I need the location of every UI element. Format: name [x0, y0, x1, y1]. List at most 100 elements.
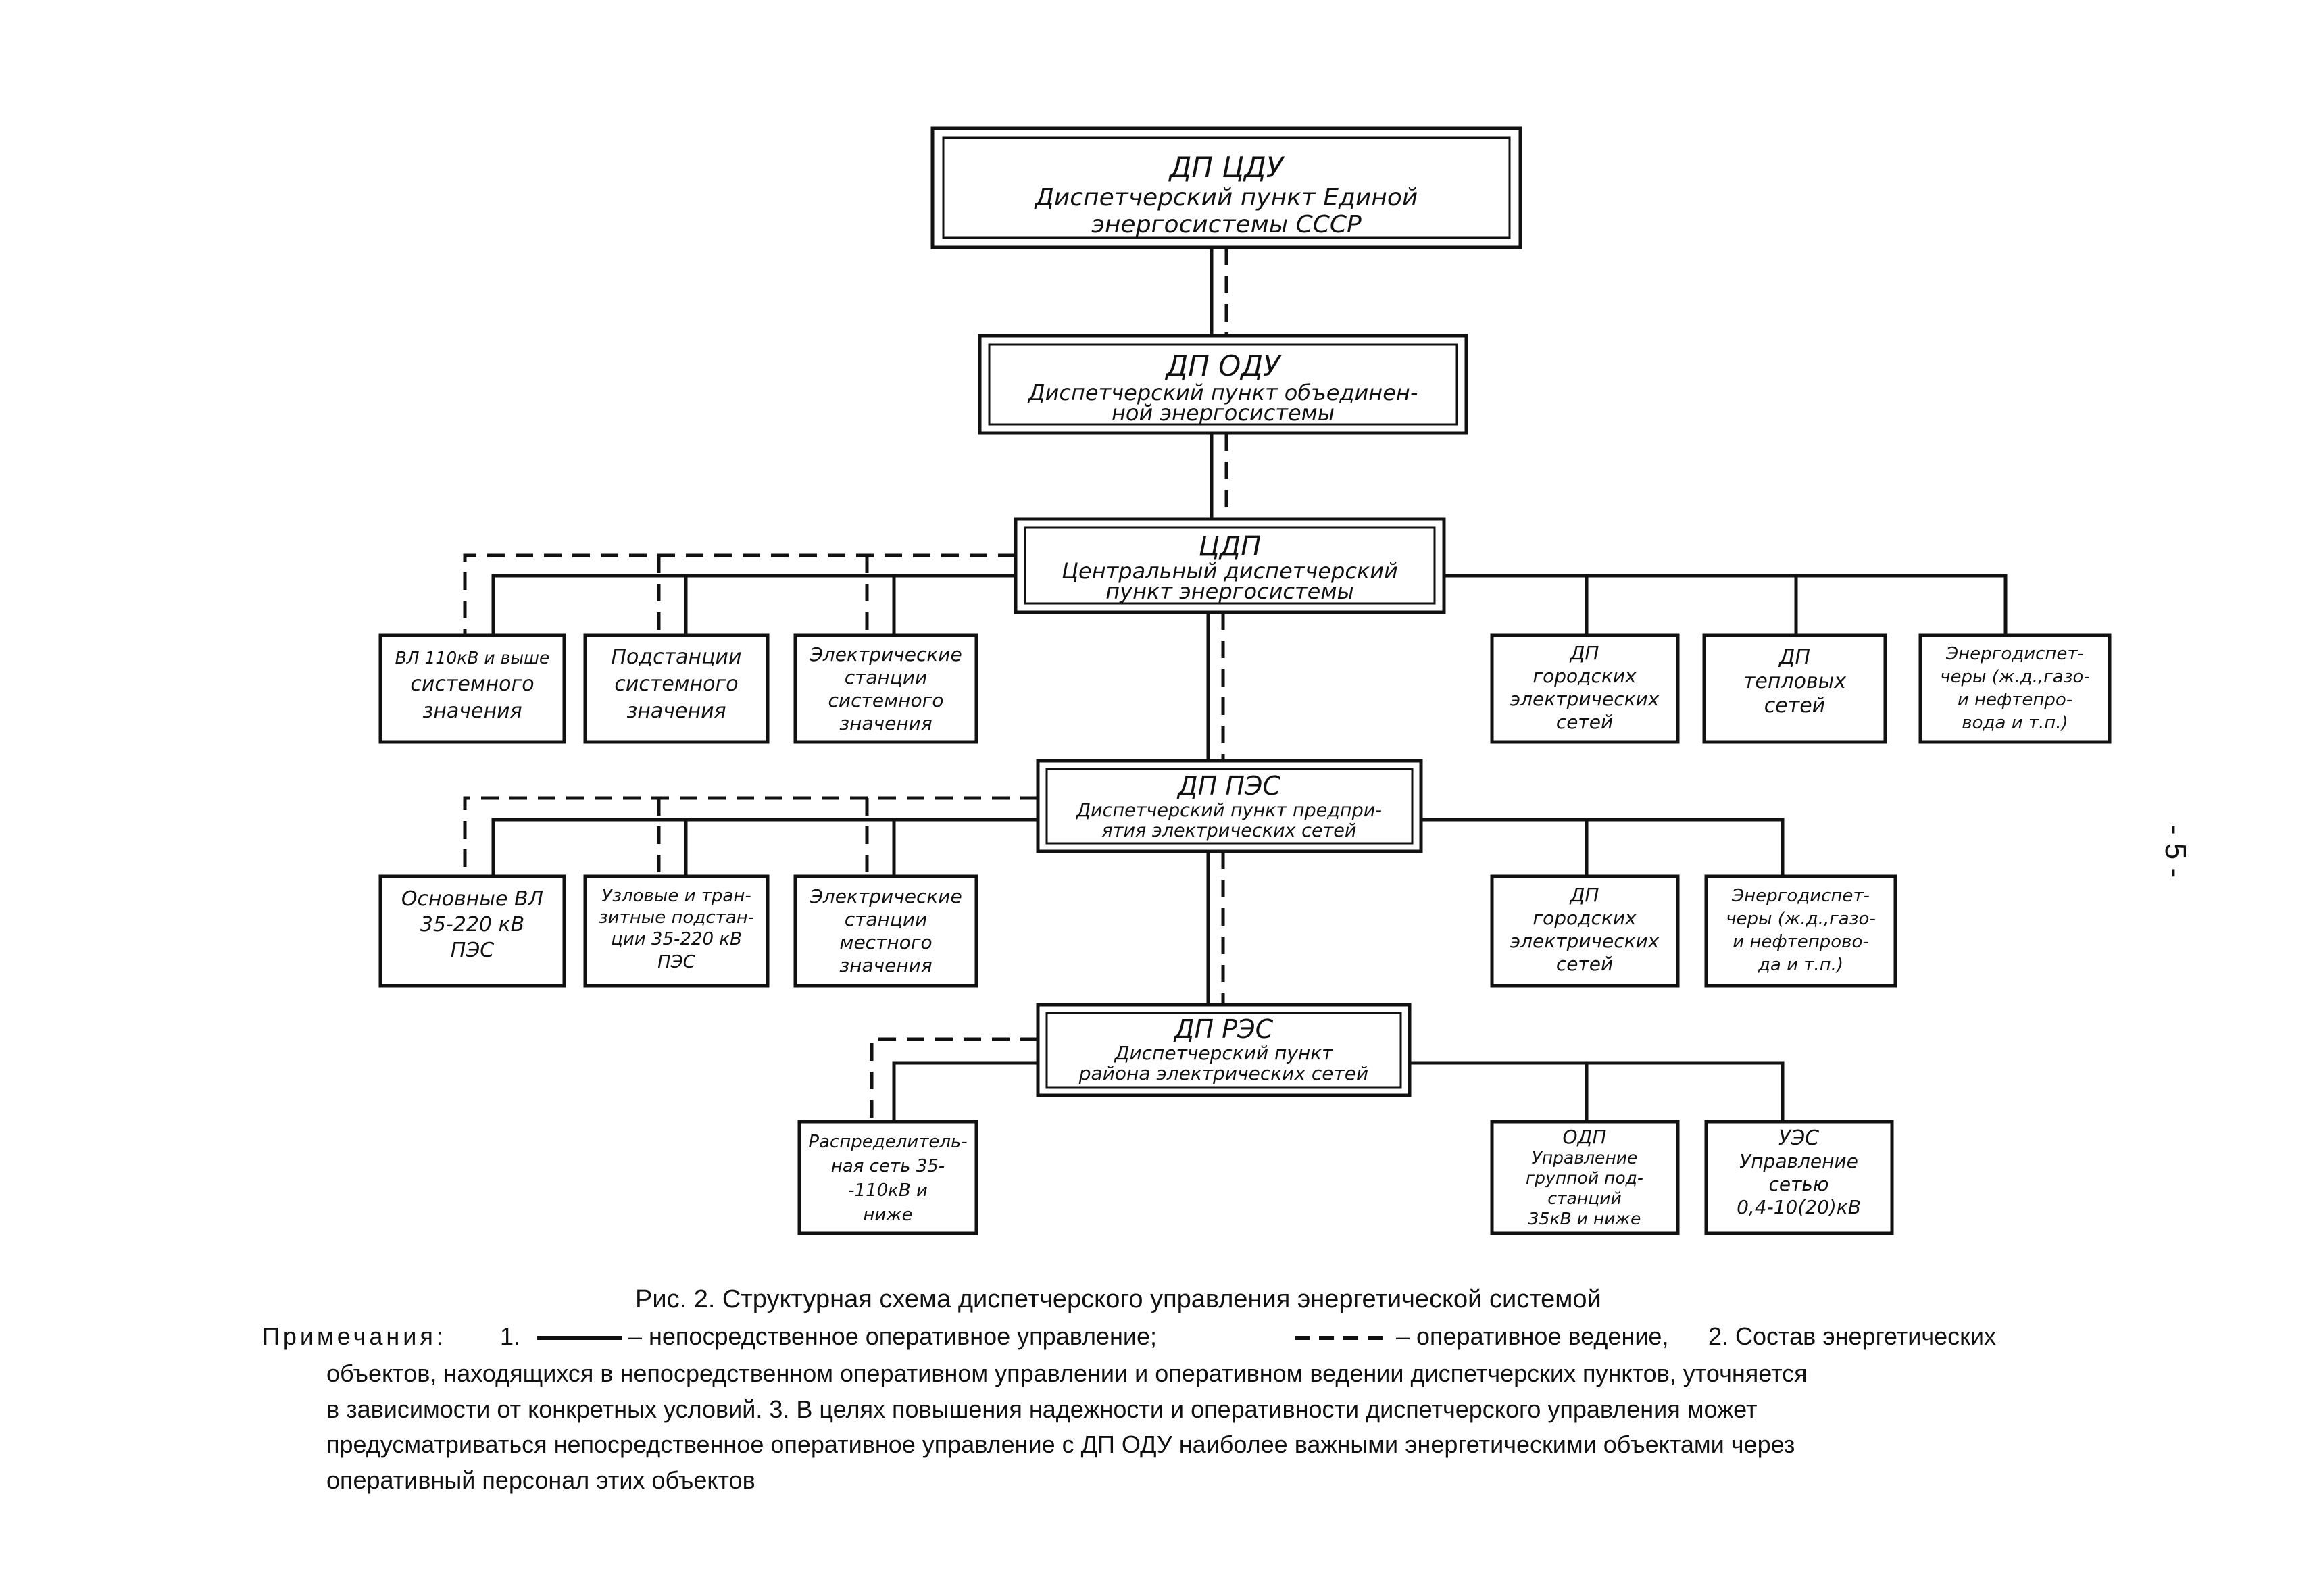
odu-line-1: Диспетчерский пункт объединен- — [1027, 380, 1418, 405]
l2-uzl-line-2: ции 35-220 кВ — [611, 929, 742, 949]
l3-ues-line-2: сетью — [1768, 1173, 1828, 1195]
l2-solid-bus-right — [1421, 818, 1785, 876]
l1-vl-line-1: системного — [410, 672, 534, 696]
l2-energo-line-0: Энергодиспет- — [1731, 886, 1870, 906]
l3-ues-line-0: УЭС — [1778, 1126, 1819, 1150]
box-l3-ues — [1704, 1120, 1894, 1235]
l3-raspr-line-3: ниже — [863, 1205, 912, 1225]
l3-solid-to-raspr — [892, 1061, 1038, 1122]
notes-line-4: предусматриваться непосредственное опера… — [326, 1430, 1795, 1458]
notes-line-3: в зависимости от конкретных условий. 3. … — [326, 1395, 1757, 1423]
note-1-solid-text: – непосредственное оперативное управлени… — [628, 1322, 1157, 1350]
l2-elst-line-0: Электрические — [809, 885, 962, 907]
l2-energo-line-1: черы (ж.д.,газо- — [1726, 909, 1876, 929]
l1-dashed-bus-left — [463, 553, 1016, 635]
l1-solid-bus-left — [491, 574, 1016, 635]
box-odu-inner — [988, 343, 1458, 426]
l3-odp-line-3: станций — [1547, 1189, 1622, 1208]
l2-uzl-line-3: ПЭС — [657, 952, 696, 972]
l2-elst-line-3: значения — [839, 954, 932, 976]
cdu-line-2: энергосистемы СССР — [1091, 211, 1362, 239]
l2-dp-gor-line-2: электрических — [1510, 930, 1660, 952]
l1-dp-tepl-line-1: тепловых — [1743, 670, 1846, 693]
l2-vl-line-2: ПЭС — [451, 939, 495, 962]
l3-odp-line-0: ОДП — [1563, 1126, 1607, 1148]
l2-elst-line-1: станции — [845, 908, 928, 930]
l3-odp-line-4: 35кВ и ниже — [1528, 1209, 1641, 1228]
box-l2-energo — [1704, 874, 1897, 988]
box-cdp-inner — [1024, 526, 1436, 605]
l1-dp-gor-line-1: городских — [1533, 665, 1637, 687]
box-cdu-inner — [942, 136, 1511, 239]
l1-elst-line-2: системного — [828, 689, 944, 712]
page-number: - 5 - — [2159, 825, 2192, 878]
res-line-2: района электрических сетей — [1078, 1062, 1368, 1084]
box-l2-vl — [378, 874, 566, 988]
cdu-line-1: Диспетчерский пункт Единой — [1034, 184, 1418, 211]
l2-dp-gor-line-3: сетей — [1556, 953, 1613, 975]
note-1-number: 1. — [500, 1322, 520, 1350]
box-l2-dp-gor — [1490, 874, 1680, 988]
l3-solid-bus-right — [1410, 1061, 1785, 1122]
box-l1-dp-tepl — [1702, 633, 1887, 744]
box-l1-energo — [1918, 633, 2112, 744]
pes-line-2: ятия электрических сетей — [1102, 820, 1357, 841]
note-1-dashed-text: – оперативное ведение, — [1396, 1322, 1668, 1350]
l3-dashed-to-raspr — [870, 1037, 1038, 1122]
l2-dp-gor-line-0: ДП — [1569, 884, 1599, 906]
l3-ues-line-3: 0,4-10(20)кВ — [1737, 1196, 1861, 1218]
box-l1-elst — [793, 633, 978, 744]
pes-line-1: Диспетчерский пункт предпри- — [1076, 800, 1382, 821]
figure-title: Рис. 2. Структурная схема диспетчерского… — [635, 1285, 1601, 1314]
l1-dp-gor-line-2: электрических — [1510, 688, 1660, 710]
odu-line-2: ной энергосистемы — [1112, 400, 1335, 426]
l1-elst-line-1: станции — [845, 666, 928, 689]
l3-raspr-line-0: Распределитель- — [808, 1132, 967, 1152]
l1-dp-gor-line-3: сетей — [1556, 711, 1613, 733]
l1-vl-line-0: ВЛ 110кВ и выше — [395, 648, 550, 668]
cdu-title: ДП ЦДУ — [1168, 151, 1285, 184]
l1-vl-line-2: значения — [422, 699, 522, 723]
l3-ues-line-1: Управление — [1739, 1150, 1858, 1172]
notes-label: Примечания: — [262, 1322, 447, 1350]
l2-dp-gor-line-1: городских — [1533, 907, 1637, 929]
l3-odp-line-2: группой под- — [1526, 1168, 1643, 1188]
pes-title: ДП ПЭС — [1176, 771, 1280, 801]
l1-energo-line-2: и нефтепро- — [1958, 690, 2072, 710]
l1-energo-line-3: вода и т.п.) — [1962, 713, 2068, 733]
cdp-line-2: пункт энергосистемы — [1105, 578, 1354, 604]
box-l3-odp — [1490, 1120, 1680, 1235]
box-l1-podst — [583, 633, 770, 744]
notes-line-5: оперативный персонал этих объектов — [326, 1466, 755, 1494]
l2-uzl-line-1: зитные подстан- — [599, 907, 754, 928]
l2-energo-line-3: да и т.п.) — [1758, 955, 1843, 975]
res-line-1: Диспетчерский пункт — [1114, 1042, 1334, 1064]
l2-solid-bus-left — [491, 818, 1038, 876]
l2-elst-line-2: местного — [839, 931, 932, 953]
box-l1-vl — [378, 633, 566, 744]
cdp-line-1: Центральный диспетчерский — [1062, 558, 1398, 584]
notes-line-2: объектов, находящихся в непосредственном… — [326, 1360, 1808, 1387]
l1-dp-tepl-line-0: ДП — [1778, 645, 1810, 669]
l1-solid-bus-right — [1444, 574, 2008, 635]
l2-dashed-bus-left — [463, 796, 1038, 876]
l1-dp-gor-line-0: ДП — [1569, 642, 1599, 664]
box-l2-uzl — [583, 874, 770, 988]
note-2-start: 2. Состав энергетических — [1708, 1322, 1996, 1350]
l1-dp-tepl-line-2: сетей — [1764, 694, 1825, 718]
l1-podst-line-0: Подстанции — [611, 645, 741, 669]
box-res-inner — [1045, 1012, 1402, 1089]
box-l1-dp-gor — [1490, 633, 1680, 744]
l3-odp-line-1: Управление — [1532, 1148, 1638, 1168]
l1-elst-line-0: Электрические — [809, 643, 962, 666]
box-l2-elst — [793, 874, 978, 988]
l2-uzl-line-0: Узловые и тран- — [601, 886, 751, 906]
res-title: ДП РЭС — [1173, 1014, 1274, 1044]
box-l3-raspr — [797, 1120, 978, 1235]
cdp-title: ЦДП — [1199, 531, 1261, 562]
l1-podst-line-1: системного — [614, 672, 738, 696]
l2-vl-line-0: Основные ВЛ — [401, 887, 543, 911]
l1-energo-line-1: черы (ж.д.,газо- — [1940, 667, 2090, 687]
l1-podst-line-2: значения — [626, 699, 726, 723]
